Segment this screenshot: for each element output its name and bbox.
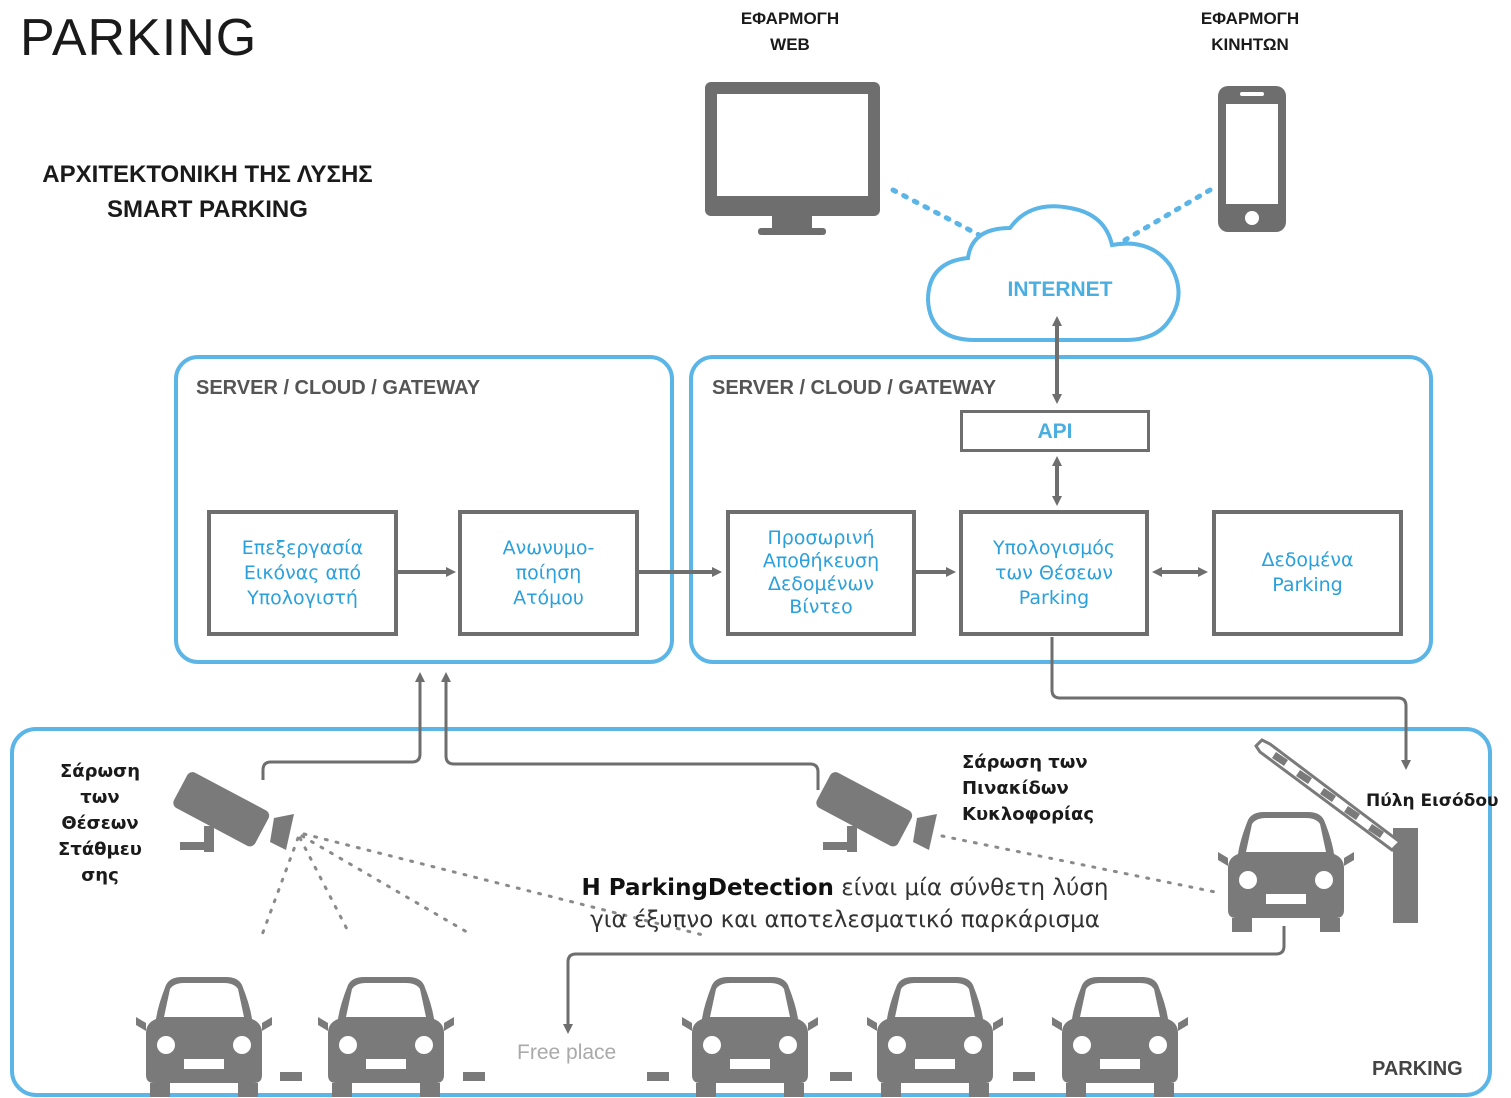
page-title: PARKING <box>20 9 258 67</box>
temp-storage-box: Προσωρινή Αποθήκευση Δεδομένων Βίντεο <box>726 510 916 636</box>
calc-positions-box: Υπολογισμός των Θέσεων Parking <box>959 510 1149 636</box>
scan-plates-label: Σάρωση των Πινακίδων Κυκλοφορίας <box>962 752 1095 825</box>
subtitle-line1: ΑΡΧΙΤΕΚΤΟΝΙΚΗ ΤΗΣ ΛΥΣΗΣ <box>42 161 373 188</box>
parking-data-label: Δεδομένα Parking <box>1261 549 1354 596</box>
temp-storage-label: Προσωρινή Αποθήκευση Δεδομένων Βίντεο <box>762 527 880 618</box>
camera-icon <box>173 772 294 852</box>
monitor-icon <box>705 82 880 235</box>
left-panel-title: SERVER / CLOUD / GATEWAY <box>196 377 481 399</box>
gate-icon <box>1254 738 1418 923</box>
calc-positions-label: Υπολογισμός των Θέσεων Parking <box>992 536 1116 609</box>
web-app-label-line1: ΕΦΑΡΜΟΓΗ <box>740 9 840 28</box>
space-separators <box>280 1072 1035 1081</box>
entry-gate-label: Πύλη Εισόδου <box>1366 791 1499 811</box>
image-processing-label: Επεξεργασία Εικόνας από Υπολογιστή <box>241 536 364 609</box>
api-label: API <box>1037 419 1073 443</box>
parked-car-icon <box>867 977 1003 1097</box>
diagram-subtitle: ΑΡΧΙΤΕΚΤΟΝΙΚΗ ΤΗΣ ΛΥΣΗΣ SMART PARKING <box>20 157 395 227</box>
camera-icon <box>816 772 937 852</box>
parking-data-box: Δεδομένα Parking <box>1212 510 1403 636</box>
parked-car-icon <box>1052 977 1188 1097</box>
phone-icon <box>1218 86 1286 232</box>
cloud-icon <box>925 204 1181 342</box>
scan-positions-label: Σάρωση των Θέσεων Στάθμευ σης <box>58 761 142 886</box>
right-panel-title: SERVER / CLOUD / GATEWAY <box>712 377 997 399</box>
internet-label: INTERNET <box>1007 278 1113 301</box>
mobile-app-label-line1: ΕΦΑΡΜΟΓΗ <box>1200 9 1300 28</box>
parking-area-label: PARKING <box>1372 1058 1463 1080</box>
description-line2: για έξυπνο και αποτελεσματικό παρκάρισμα <box>590 907 1100 933</box>
web-app-label-line2: WEB <box>770 35 810 54</box>
description-text: Η ParkingDetection είναι μία σύνθετη λύσ… <box>560 872 1130 936</box>
parked-car-icon <box>682 977 818 1097</box>
anonymization-box: Ανωνυμο- ποίηση Ατόμου <box>458 510 639 636</box>
description-brand: Η ParkingDetection <box>581 875 834 901</box>
image-processing-box: Επεξεργασία Εικόνας από Υπολογιστή <box>207 510 398 636</box>
mobile-app-label: ΕΦΑΡΜΟΓΗ ΚΙΝΗΤΩΝ <box>1175 6 1325 58</box>
subtitle-line2: SMART PARKING <box>107 196 308 223</box>
api-box: API <box>960 410 1150 452</box>
entering-car-icon <box>1218 812 1354 932</box>
parked-car-icon <box>318 977 454 1097</box>
parked-car-icon <box>136 977 272 1097</box>
parking-area-panel <box>10 727 1492 1097</box>
web-app-label: ΕΦΑΡΜΟΓΗ WEB <box>720 6 860 58</box>
mobile-app-label-line2: ΚΙΝΗΤΩΝ <box>1211 35 1289 54</box>
free-place-label: Free place <box>517 1041 617 1064</box>
description-line1: είναι μία σύνθετη λύση <box>833 875 1109 901</box>
left-server-panel <box>174 355 674 664</box>
anonymization-label: Ανωνυμο- ποίηση Ατόμου <box>502 536 595 609</box>
